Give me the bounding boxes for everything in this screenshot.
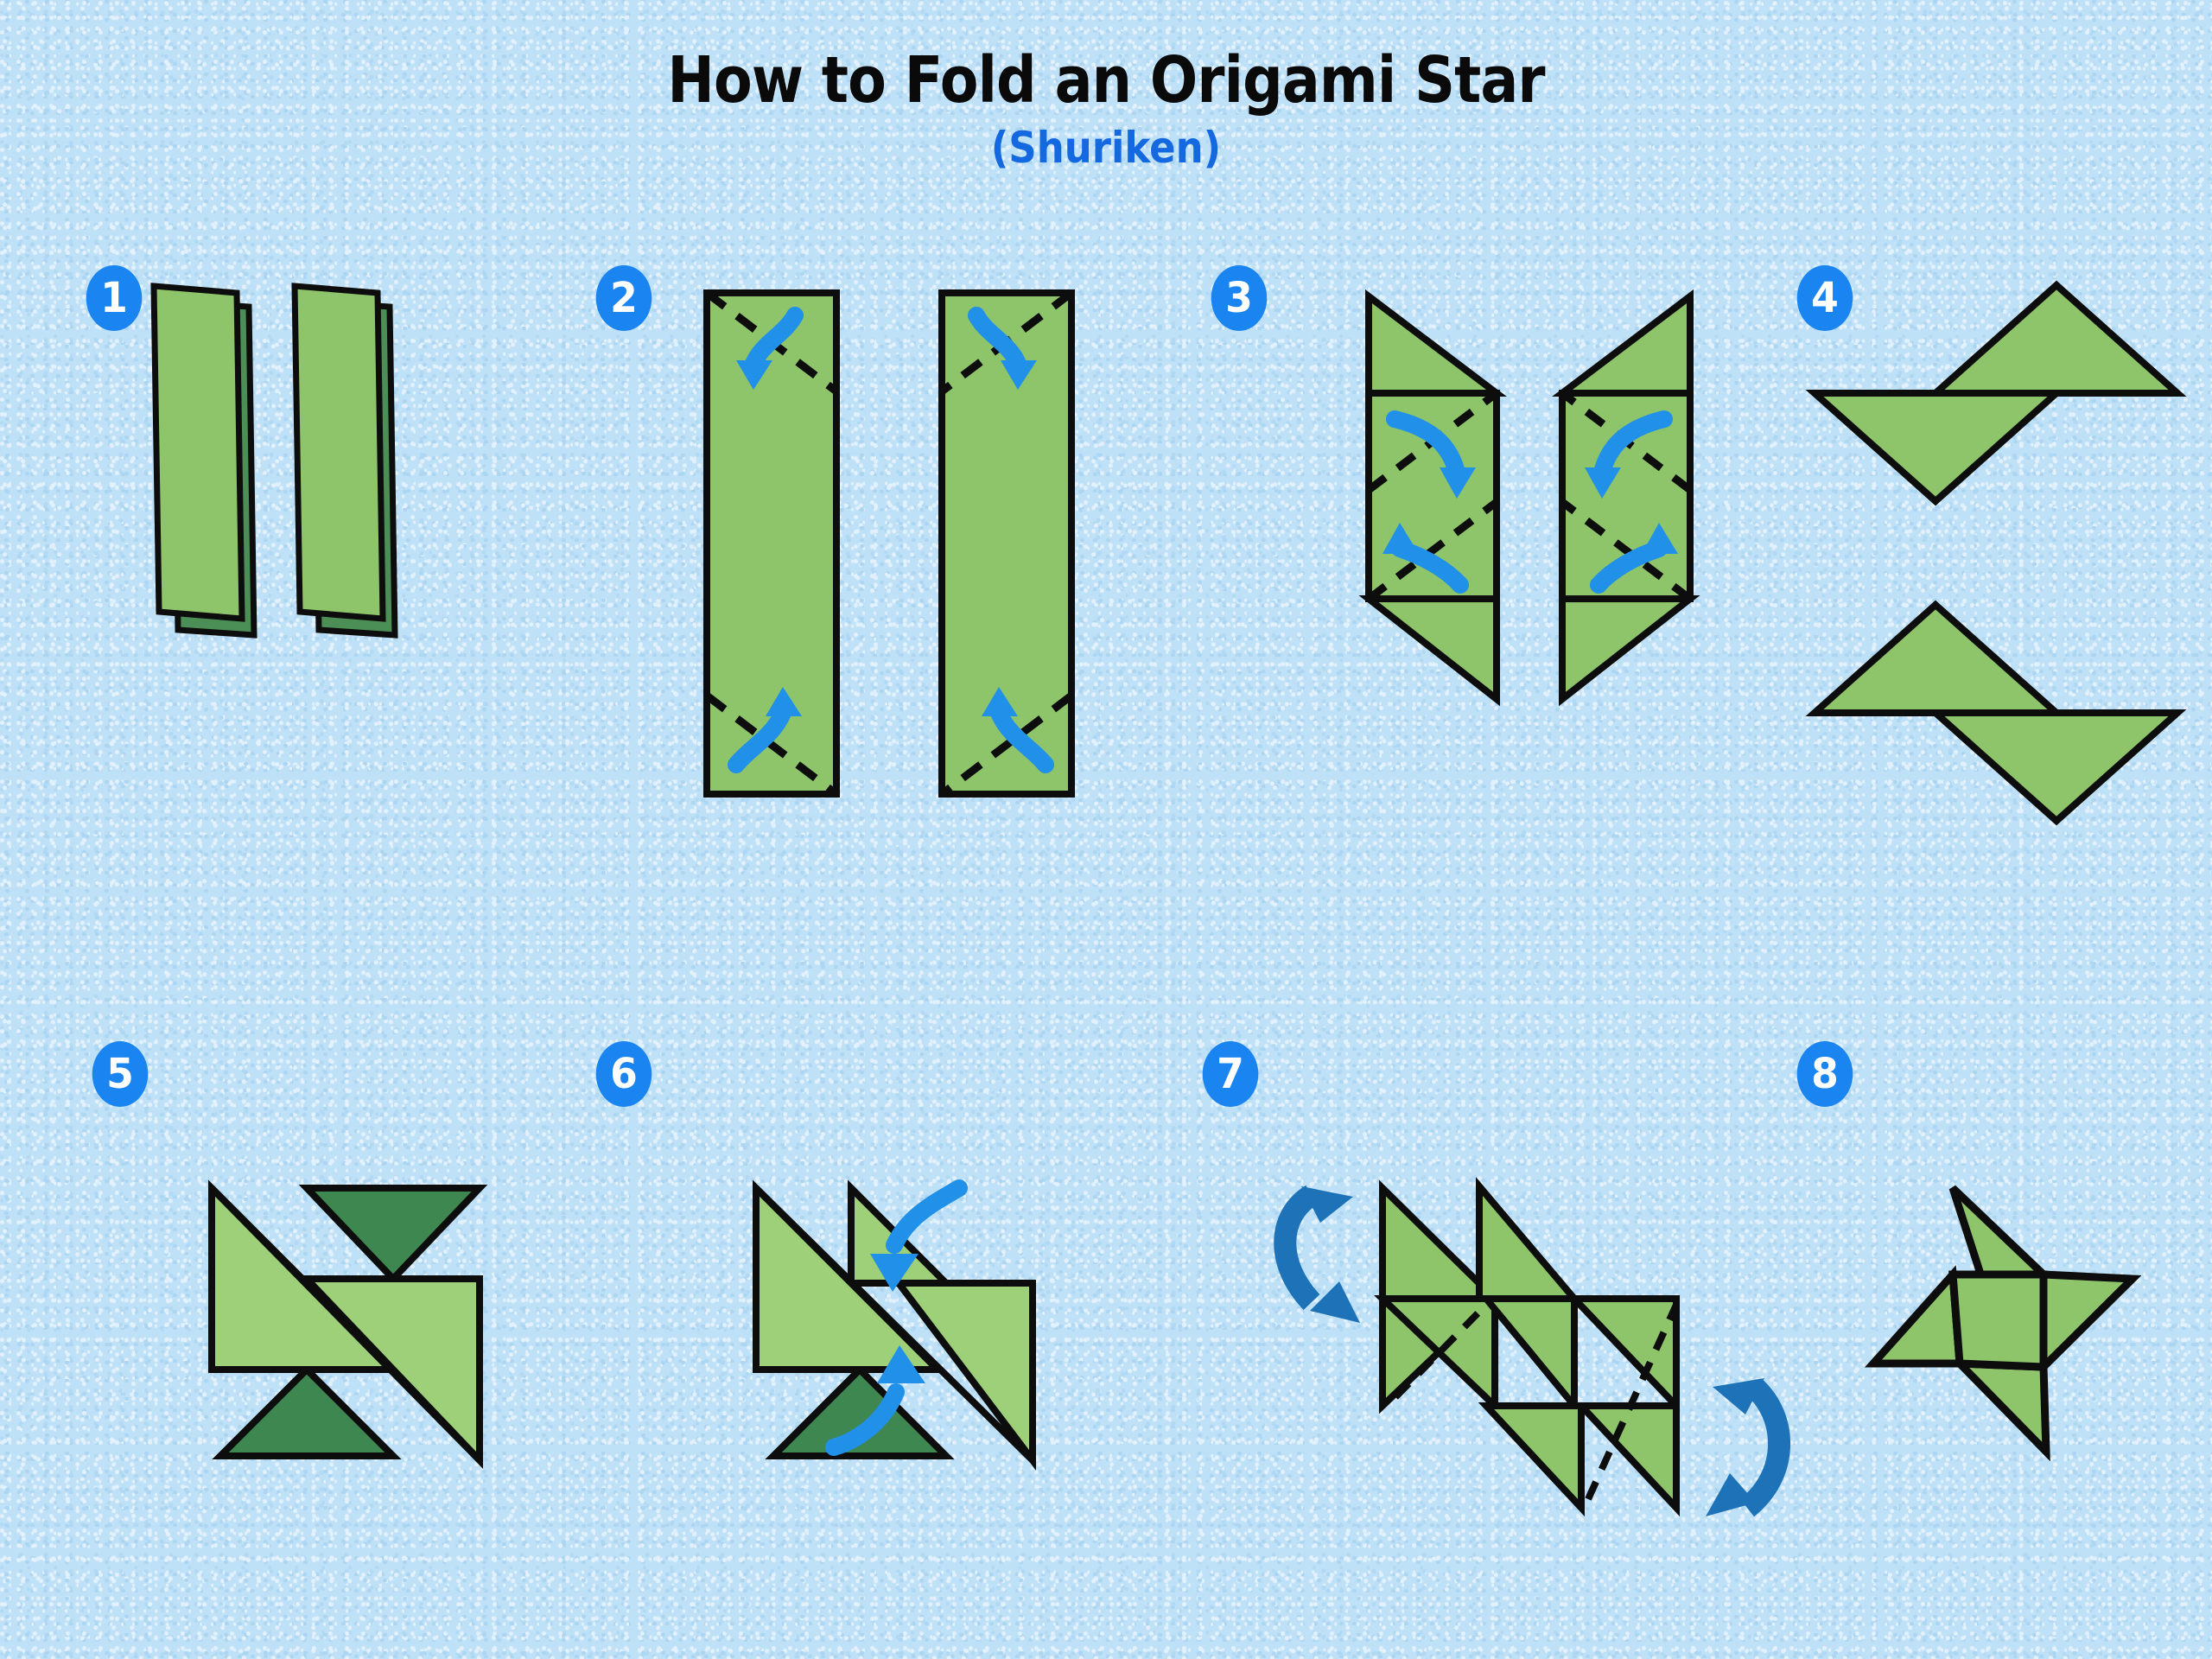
unit-a-bottom-triangle [1358,595,1500,707]
flip-arrow-right-head [1706,1378,1764,1516]
star-point-right [2039,1270,2142,1376]
flip-arrow-right [1739,1378,1790,1517]
step-badge-3: 3 [1211,265,1268,331]
step-3-diagram [1348,281,1711,860]
unit-a-top-triangle [1365,289,1507,397]
strip-b-front [291,283,386,622]
step-badge-5: 5 [92,1041,149,1107]
step-5-diagram [186,1162,523,1491]
flip-petal-s [1478,1402,1585,1517]
flip-crease-left [1393,1302,1489,1400]
unit-a-lower-triangle [1805,390,2066,506]
flip-crease-right [1585,1303,1680,1501]
step-badge-4: 4 [1796,265,1853,331]
step-badge-7: 7 [1202,1041,1259,1107]
poster-header: How to Fold an Origami Star (Shuriken) [0,0,2212,169]
star-point-bottom [1949,1359,2050,1462]
step-badge-8: 8 [1796,1041,1853,1107]
tuck-arrow-top [886,1179,968,1254]
under-unit-bottom-triangle [212,1364,402,1459]
body-right-triangle [891,1280,1036,1471]
flip-arrow-left-head [1301,1186,1360,1323]
unit-a-upper-triangle [1926,280,2187,397]
fold-arrow-a-top [745,307,804,372]
step3-arrow-heads [1382,467,1678,554]
fold-arrow-b-upper [1593,410,1673,481]
star-point-left [1864,1265,1964,1368]
unit-b-top-triangle [1552,289,1694,397]
step-badge-2: 2 [595,265,652,331]
crease-a-lower [1366,499,1499,602]
flip-petal-c2 [1478,1295,1578,1416]
step-8-diagram [1858,1166,2152,1486]
page-subtitle: (Shuriken) [990,123,1222,173]
fold-arrow-b-top [968,307,1027,372]
star-core [1948,1270,2048,1371]
step-1-diagram [147,281,536,842]
tuck-under-triangle [765,1364,955,1459]
unit-b-upper-triangle [1805,600,2066,716]
step6-arrow-heads [870,1254,925,1383]
under-unit-top-triangle [298,1185,488,1284]
step-badge-1: 1 [86,265,143,331]
flip-petal-n [1476,1177,1582,1302]
flip-petal-e [1573,1402,1680,1517]
step-2-diagram [683,281,1089,851]
fold-arrow-a-upper [1386,410,1465,481]
step-badge-6: 6 [595,1041,652,1107]
crease-b-lower [1560,499,1693,602]
pinwheel-diagonal [209,1185,482,1463]
fold-arrow-b-bottom [990,704,1054,773]
tuck-arrow-bottom [825,1383,905,1456]
fold-arrow-a-bottom [728,704,791,773]
flip-arrow-left [1274,1185,1320,1310]
step-7-diagram [1270,1171,1806,1517]
crease-a-bottom [704,692,839,798]
flip-petal-se [1566,1295,1680,1415]
fold-arrow-heads [736,360,1037,716]
tuck-diagonal [753,1185,1035,1463]
step-4-diagram [1805,280,2187,826]
strip-a-front [150,283,245,622]
step-6-diagram [747,1162,1084,1491]
page-title: How to Fold an Origami Star [667,43,1545,118]
unit-b-bottom-triangle [1559,595,1700,707]
unit-b-lower-triangle [1926,709,2187,826]
crease-b-bottom [939,692,1074,798]
